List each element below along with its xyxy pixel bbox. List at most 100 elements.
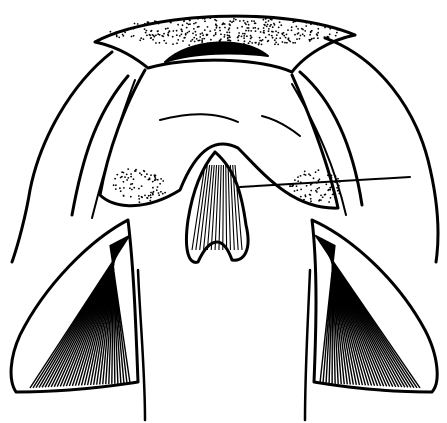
stipple-dot — [278, 27, 280, 29]
stipple-dot — [304, 30, 306, 32]
stipple-dot — [337, 190, 339, 192]
stipple-dot — [310, 184, 312, 186]
stipple-dot — [305, 196, 307, 198]
stipple-dot — [286, 42, 288, 44]
stipple-dot — [114, 178, 116, 180]
stipple-dot — [263, 19, 265, 21]
stipple-dot — [304, 35, 306, 37]
stipple-dot — [284, 42, 286, 44]
stipple-dot — [331, 175, 333, 177]
stipple-dot — [161, 35, 163, 37]
stipple-dot — [130, 173, 132, 175]
stipple-dot — [122, 34, 124, 36]
stipple-dot — [302, 33, 304, 35]
stipple-dot — [248, 42, 250, 44]
stipple-dot — [182, 40, 184, 42]
stipple-dot — [324, 36, 326, 38]
stipple-dot — [310, 200, 312, 202]
stipple-dot — [201, 32, 203, 34]
stipple-dot — [214, 29, 216, 31]
stipple-dot — [123, 172, 125, 174]
stipple-dot — [149, 177, 151, 179]
stipple-dot — [204, 29, 206, 31]
stipple-dot — [168, 30, 170, 32]
stipple-dot — [188, 24, 190, 26]
stipple-dot — [254, 27, 256, 29]
stipple-dot — [302, 29, 304, 31]
stipple-dot — [285, 37, 287, 39]
stipple-dot — [272, 31, 274, 33]
stipple-dot — [310, 31, 312, 33]
stipple-dot — [283, 35, 285, 37]
stipple-dot — [180, 18, 182, 20]
stipple-dot — [160, 178, 162, 180]
stipple-dot — [130, 176, 132, 178]
stipple-dot — [203, 38, 205, 40]
stipple-dot — [244, 22, 246, 24]
stipple-dot — [296, 189, 298, 191]
stipple-dot — [167, 35, 169, 37]
stipple-dot — [289, 41, 291, 43]
stipple-dot — [318, 200, 320, 202]
stipple-dot — [127, 168, 129, 170]
stipple-dot — [299, 38, 301, 40]
stipple-dot — [195, 22, 197, 24]
stipple-dot — [154, 179, 156, 181]
stipple-dot — [131, 36, 133, 38]
stipple-dot — [155, 34, 157, 36]
stipple-dot — [250, 35, 252, 37]
stipple-dot — [199, 36, 201, 38]
stipple-dot — [274, 43, 276, 45]
stipple-dot — [124, 176, 126, 178]
body-right-side — [305, 270, 310, 420]
stipple-dot — [329, 33, 331, 35]
stipple-dot — [244, 33, 246, 35]
stipple-dot — [243, 20, 245, 22]
stipple-dot — [216, 27, 218, 29]
stipple-dot — [275, 38, 277, 40]
stipple-dot — [113, 34, 115, 36]
stipple-dot — [172, 30, 174, 32]
stipple-dot — [129, 187, 131, 189]
stipple-dot — [315, 190, 317, 192]
stipple-dot — [227, 37, 229, 39]
stipple-dot — [274, 24, 276, 26]
stipple-dot — [317, 24, 319, 26]
stipple-dot — [187, 32, 189, 34]
stipple-dot — [334, 181, 336, 183]
stipple-dot — [199, 40, 201, 42]
stipple-dot — [123, 187, 125, 189]
stipple-dot — [338, 193, 340, 195]
stipple-dot — [224, 34, 226, 36]
stipple-dot — [207, 45, 209, 47]
stipple-dot — [328, 201, 330, 203]
stipple-dot — [219, 27, 221, 29]
stipple-dot — [146, 197, 148, 199]
stipple-dot — [163, 33, 165, 35]
head-plate-inner-left — [160, 114, 238, 122]
stipple-dot — [316, 182, 318, 184]
stipple-dot — [230, 42, 232, 44]
stipple-dot — [183, 37, 185, 39]
barbel-left-outer — [12, 52, 112, 262]
stipple-dot — [294, 42, 296, 44]
stipple-dot — [152, 192, 154, 194]
stipple-dot — [300, 181, 302, 183]
stipple-dot — [310, 194, 312, 196]
stipple-dot — [303, 199, 305, 201]
stipple-dot — [162, 193, 164, 195]
fin-ray — [235, 165, 242, 250]
stipple-dot — [133, 28, 135, 30]
stipple-dot — [116, 174, 118, 176]
stipple-dot — [265, 37, 267, 39]
stipple-dot — [271, 35, 273, 37]
stipple-dot — [289, 185, 291, 187]
stipple-dot — [224, 44, 226, 46]
stipple-dot — [313, 37, 315, 39]
stipple-dot — [219, 30, 221, 32]
stipple-dot — [228, 29, 230, 31]
stipple-dot — [260, 31, 262, 33]
stipple-dot — [222, 44, 224, 46]
stipple-dot — [297, 33, 299, 35]
